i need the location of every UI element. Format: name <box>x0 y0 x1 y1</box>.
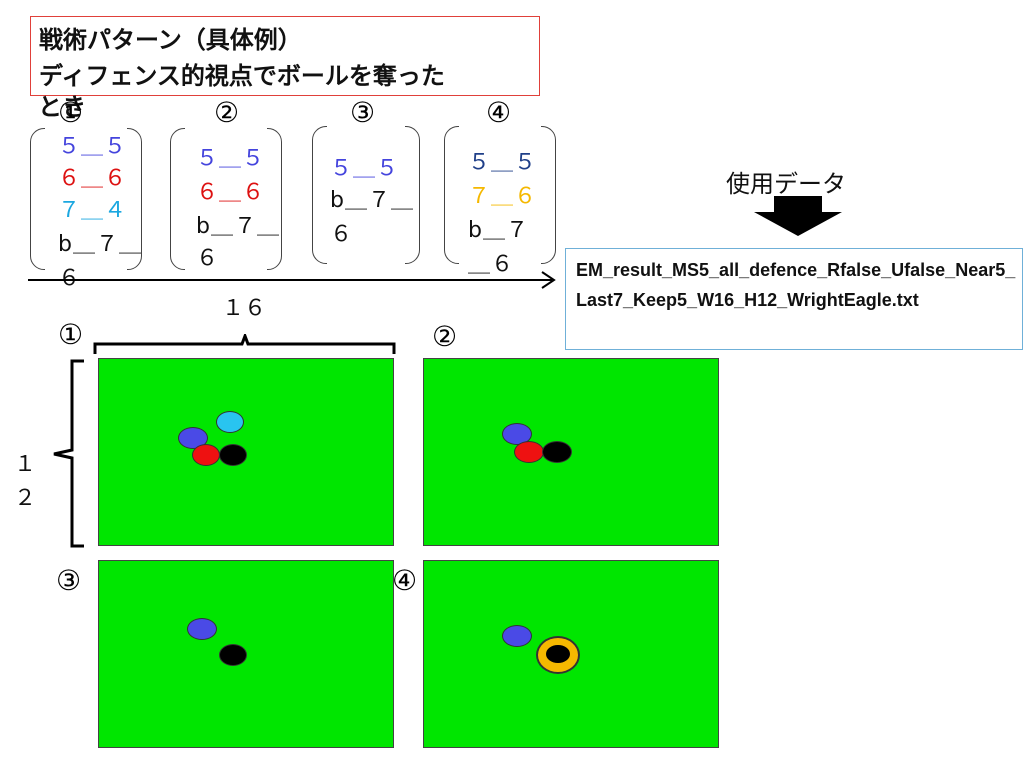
field-label-1: ① <box>58 318 84 351</box>
pattern-2-item-3: b＿７＿ <box>196 214 280 239</box>
player-cyan <box>216 411 244 433</box>
field-3 <box>98 560 394 748</box>
pattern-1-item-1: ５＿５ <box>58 134 128 159</box>
ball <box>219 444 247 466</box>
pattern-1-item-2: ６＿６ <box>58 166 128 191</box>
data-file-name: EM_result_MS5_all_defence_Rfalse_Ufalse_… <box>576 260 1016 310</box>
player-red <box>514 441 544 463</box>
pattern-2-item-4: ６ <box>196 246 220 271</box>
field-label-2: ② <box>432 320 458 353</box>
ball <box>542 441 572 463</box>
player-blue <box>502 625 532 647</box>
field-1 <box>98 358 394 546</box>
pattern-2-item-2: ６＿６ <box>196 180 266 205</box>
pattern-3-item-1: ５＿５ <box>330 156 400 181</box>
field-4 <box>423 560 719 748</box>
pattern-4-item-3: b＿７ <box>468 218 529 243</box>
title-box: 戦術パターン（具体例） ディフェンス的視点でボールを奪った <box>30 16 540 96</box>
pattern-label-4: ④ <box>486 96 512 129</box>
pattern-3-item-2: b＿７＿ <box>330 188 414 213</box>
player-red <box>192 444 220 466</box>
title-line-1: 戦術パターン（具体例） <box>39 26 302 54</box>
field-label-4: ④ <box>392 564 418 597</box>
pattern-1-item-4: b＿７＿ <box>58 232 142 257</box>
title-line-3: とき <box>38 93 86 121</box>
pattern-bracket-1 <box>30 127 142 271</box>
pattern-4-item-4: ＿６ <box>468 252 515 277</box>
pattern-1-item-3: ７＿４ <box>58 198 128 223</box>
ball <box>219 644 247 666</box>
title-line-2: ディフェンス的視点でボールを奪った <box>39 62 445 90</box>
pattern-3-item-3: ６ <box>330 222 354 247</box>
height-brace <box>53 359 84 548</box>
pattern-label-2: ② <box>214 96 240 129</box>
pattern-4-item-2: ７＿６ <box>468 184 538 209</box>
pattern-bracket-4 <box>444 125 556 265</box>
height-label-2: ２ <box>14 486 37 511</box>
pattern-label-1: ① <box>58 96 84 129</box>
height-label-1: １ <box>14 452 37 477</box>
width-label: １６ <box>222 296 267 321</box>
timeline-arrow <box>28 271 556 289</box>
pattern-label-3: ③ <box>350 96 376 129</box>
data-file-box: EM_result_MS5_all_defence_Rfalse_Ufalse_… <box>565 248 1023 350</box>
player-orange <box>536 636 580 674</box>
usage-label: 使用データ <box>726 170 846 198</box>
pattern-1-item-5: ６ <box>58 266 82 291</box>
width-brace <box>93 334 396 354</box>
pattern-bracket-2 <box>170 127 282 271</box>
down-arrow-icon <box>754 196 842 236</box>
pattern-2-item-1: ５＿５ <box>196 146 266 171</box>
ball <box>546 645 570 663</box>
field-2 <box>423 358 719 546</box>
pattern-bracket-3 <box>312 125 420 265</box>
player-blue <box>187 618 217 640</box>
pattern-4-item-1: ５＿５ <box>468 150 538 175</box>
field-label-3: ③ <box>56 564 82 597</box>
